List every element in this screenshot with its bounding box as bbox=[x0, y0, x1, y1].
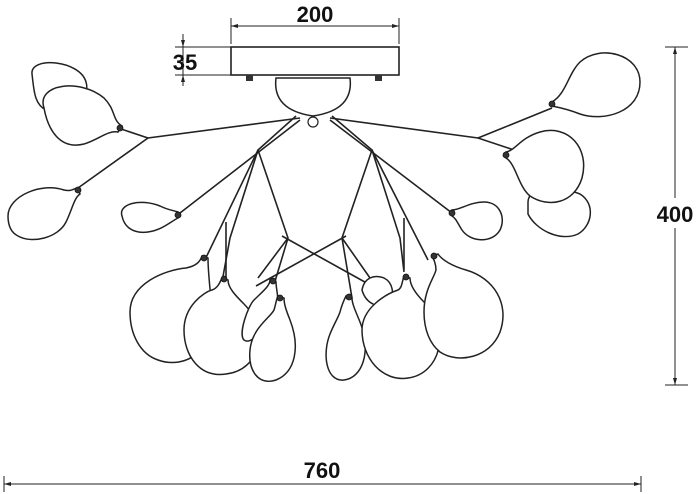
bulb bbox=[183, 275, 260, 376]
dimension-total-height: 400 bbox=[655, 46, 697, 386]
bulb bbox=[7, 186, 82, 241]
canopy-height-label: 35 bbox=[173, 50, 197, 75]
chandelier-arms bbox=[77, 107, 553, 299]
bulb bbox=[423, 252, 504, 359]
bulbs bbox=[7, 52, 641, 382]
bulb bbox=[548, 52, 641, 118]
bulb bbox=[120, 201, 182, 234]
ceiling-canopy bbox=[230, 46, 400, 128]
dimension-canopy-width: 200 bbox=[230, 2, 400, 44]
bulb bbox=[325, 293, 366, 381]
bulb bbox=[249, 294, 297, 382]
total-width-label: 760 bbox=[304, 458, 341, 483]
canopy-width-label: 200 bbox=[297, 2, 334, 27]
bulb bbox=[361, 273, 441, 380]
bulb bbox=[42, 85, 124, 146]
bulb bbox=[502, 129, 585, 204]
dimension-total-width: 760 bbox=[3, 458, 642, 492]
total-height-label: 400 bbox=[657, 202, 694, 227]
dimension-canopy-height: 35 bbox=[173, 34, 231, 86]
bulb bbox=[448, 201, 504, 241]
